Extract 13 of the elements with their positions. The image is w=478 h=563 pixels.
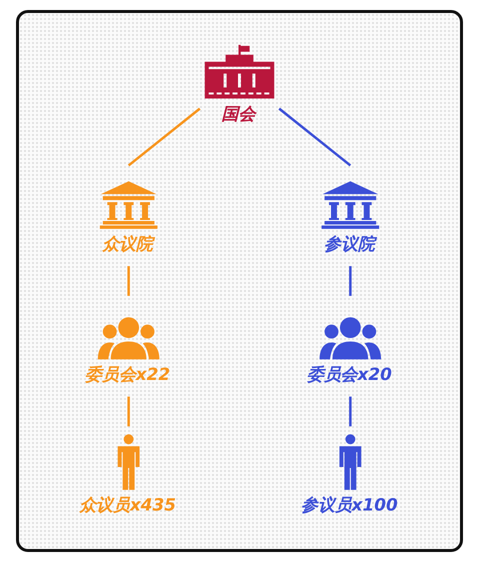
node-label: 国会	[222, 103, 256, 126]
node-label: 参议院	[324, 234, 375, 257]
connector-line	[127, 396, 130, 426]
connector-line	[127, 266, 130, 296]
connector-line	[128, 108, 201, 166]
node-label: 众议员x435	[79, 494, 176, 518]
node-label: 委员会x20	[306, 364, 392, 388]
connector-line	[278, 108, 352, 166]
connector-line	[349, 266, 352, 296]
node-label: 参议员x100	[301, 494, 398, 518]
connector-line	[349, 396, 352, 426]
node-label: 委员会x22	[85, 364, 170, 388]
node-label: 众议院	[102, 234, 153, 257]
